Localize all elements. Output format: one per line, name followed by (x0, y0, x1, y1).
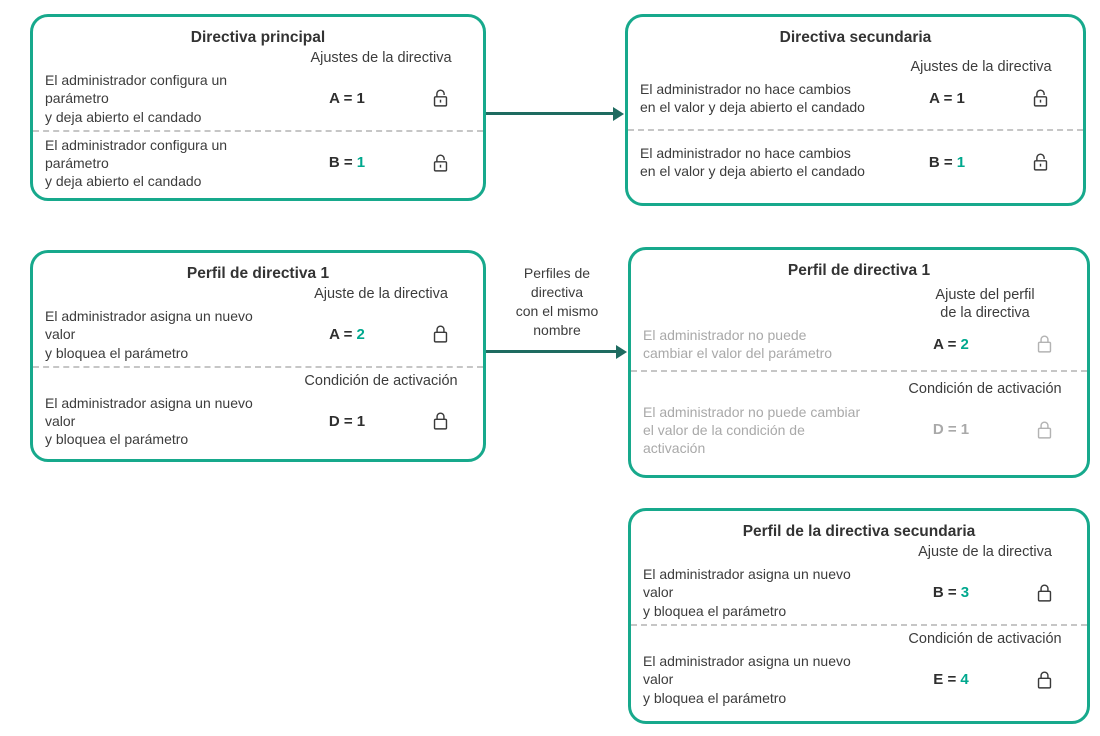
section-header: Ajustes de la directiva (910, 58, 1052, 75)
section-header: Ajuste de la directiva (918, 544, 1052, 561)
lock-closed-icon (1037, 335, 1051, 353)
lock-open-icon (1033, 89, 1047, 107)
policy-setting-row: El administrador configura un parámetro … (45, 134, 471, 193)
activation-condition-row: Condición de activación El administrador… (643, 378, 1075, 459)
box-title: Directiva secundaria (779, 29, 932, 46)
lock-closed-icon (433, 412, 447, 430)
box-secondary-policy-profile-1: Perfil de directiva 1 Ajuste del perfil … (628, 247, 1090, 478)
policy-setting-row: Ajustes de la directiva El administrador… (45, 47, 471, 128)
param-value: A = 1 (929, 89, 965, 107)
param-value: D = 1 (932, 421, 970, 439)
param-value: B = 3 (932, 584, 970, 602)
box-title: Directiva principal (190, 29, 326, 46)
row-description: El administrador asigna un nuevo valor y… (643, 653, 851, 706)
dashed-divider (628, 129, 1083, 132)
policy-setting-row: Ajustes de la directiva El administrador… (640, 56, 1071, 119)
param-value: D = 1 (328, 412, 366, 430)
policy-setting-row: Ajuste de la directiva El administrador … (45, 283, 471, 364)
dashed-divider (33, 129, 483, 132)
row-description: El administrador asigna un nuevo valor y… (45, 308, 253, 361)
param-value: A = 2 (329, 325, 365, 343)
param-value: B = 1 (328, 154, 366, 172)
policy-setting-row: Ajuste del perfil de la directiva El adm… (643, 284, 1075, 365)
box-policy-profile-1: Perfil de directiva 1 Ajuste de la direc… (30, 250, 486, 462)
dashed-divider (631, 624, 1087, 626)
policy-setting-row: El administrador no hace cambios en el v… (640, 142, 1071, 182)
section-header: Condición de activación (908, 381, 1062, 398)
lock-open-icon (433, 154, 447, 172)
lock-closed-icon (433, 325, 447, 343)
box-title: Perfil de la directiva secundaria (742, 523, 976, 540)
row-description: El administrador no hace cambios en el v… (640, 80, 865, 116)
row-description: El administrador asigna un nuevo valor y… (643, 566, 851, 619)
lock-closed-icon (1037, 671, 1051, 689)
dashed-divider (33, 365, 483, 368)
section-header: Condición de activación (304, 372, 458, 389)
activation-condition-row: Condición de activación El administrador… (643, 628, 1075, 709)
param-value: E = 4 (933, 671, 969, 689)
section-header: Ajustes de la directiva (310, 50, 452, 66)
section-header: Ajuste del perfil de la directiva (935, 286, 1035, 322)
activation-condition-row: Condición de activación El administrador… (45, 370, 471, 451)
box-title: Perfil de directiva 1 (787, 262, 931, 279)
row-description: El administrador no puede cambiar el val… (643, 403, 861, 456)
row-description: El administrador no puede cambiar el val… (643, 327, 833, 362)
row-description: El administrador asigna un nuevo valor y… (45, 394, 253, 448)
section-header: Condición de activación (908, 631, 1062, 648)
box-secondary-policy: Directiva secundaria Ajustes de la direc… (625, 14, 1086, 206)
param-value: A = 1 (329, 89, 365, 107)
policy-setting-row: Ajuste de la directiva El administrador … (643, 541, 1075, 622)
param-value: B = 1 (928, 153, 966, 171)
lock-open-icon (1033, 153, 1047, 171)
lock-closed-icon (1037, 584, 1051, 602)
arrow-label: Perfiles de directiva con el mismo nombr… (515, 265, 599, 338)
row-description: El administrador no hace cambios en el v… (640, 144, 865, 180)
box-secondary-policy-profile: Perfil de la directiva secundaria Ajuste… (628, 508, 1090, 724)
box-main-policy: Directiva principal Ajustes de la direct… (30, 14, 486, 201)
row-description: El administrador configura un parámetro … (45, 136, 228, 190)
dashed-divider (631, 370, 1087, 373)
section-header: Ajuste de la directiva (314, 286, 448, 302)
lock-closed-icon (1037, 421, 1051, 439)
box-title: Perfil de directiva 1 (186, 265, 330, 282)
lock-open-icon (433, 89, 447, 107)
arrow-main-to-secondary (486, 106, 624, 121)
param-value: A = 2 (933, 335, 969, 353)
row-description: El administrador configura un parámetro … (45, 72, 228, 125)
arrow-profiles-same-name (486, 344, 627, 359)
